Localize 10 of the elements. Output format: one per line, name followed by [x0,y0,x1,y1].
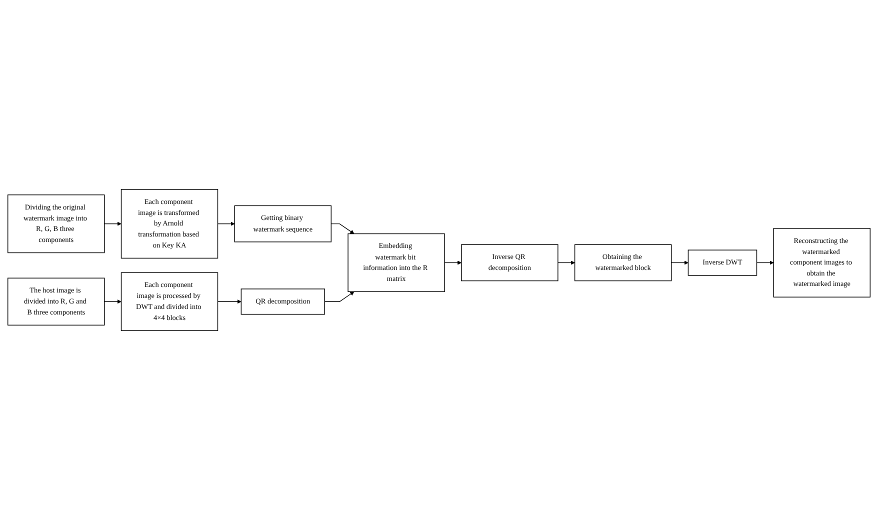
arrow [670,260,688,265]
arrow [330,223,354,234]
arrow [217,300,242,304]
arrow [104,300,122,304]
arrow [104,222,122,226]
arrow [444,260,462,265]
arrow [756,260,774,265]
arrow [324,291,354,302]
arrow [217,222,235,226]
arrow [558,260,575,265]
